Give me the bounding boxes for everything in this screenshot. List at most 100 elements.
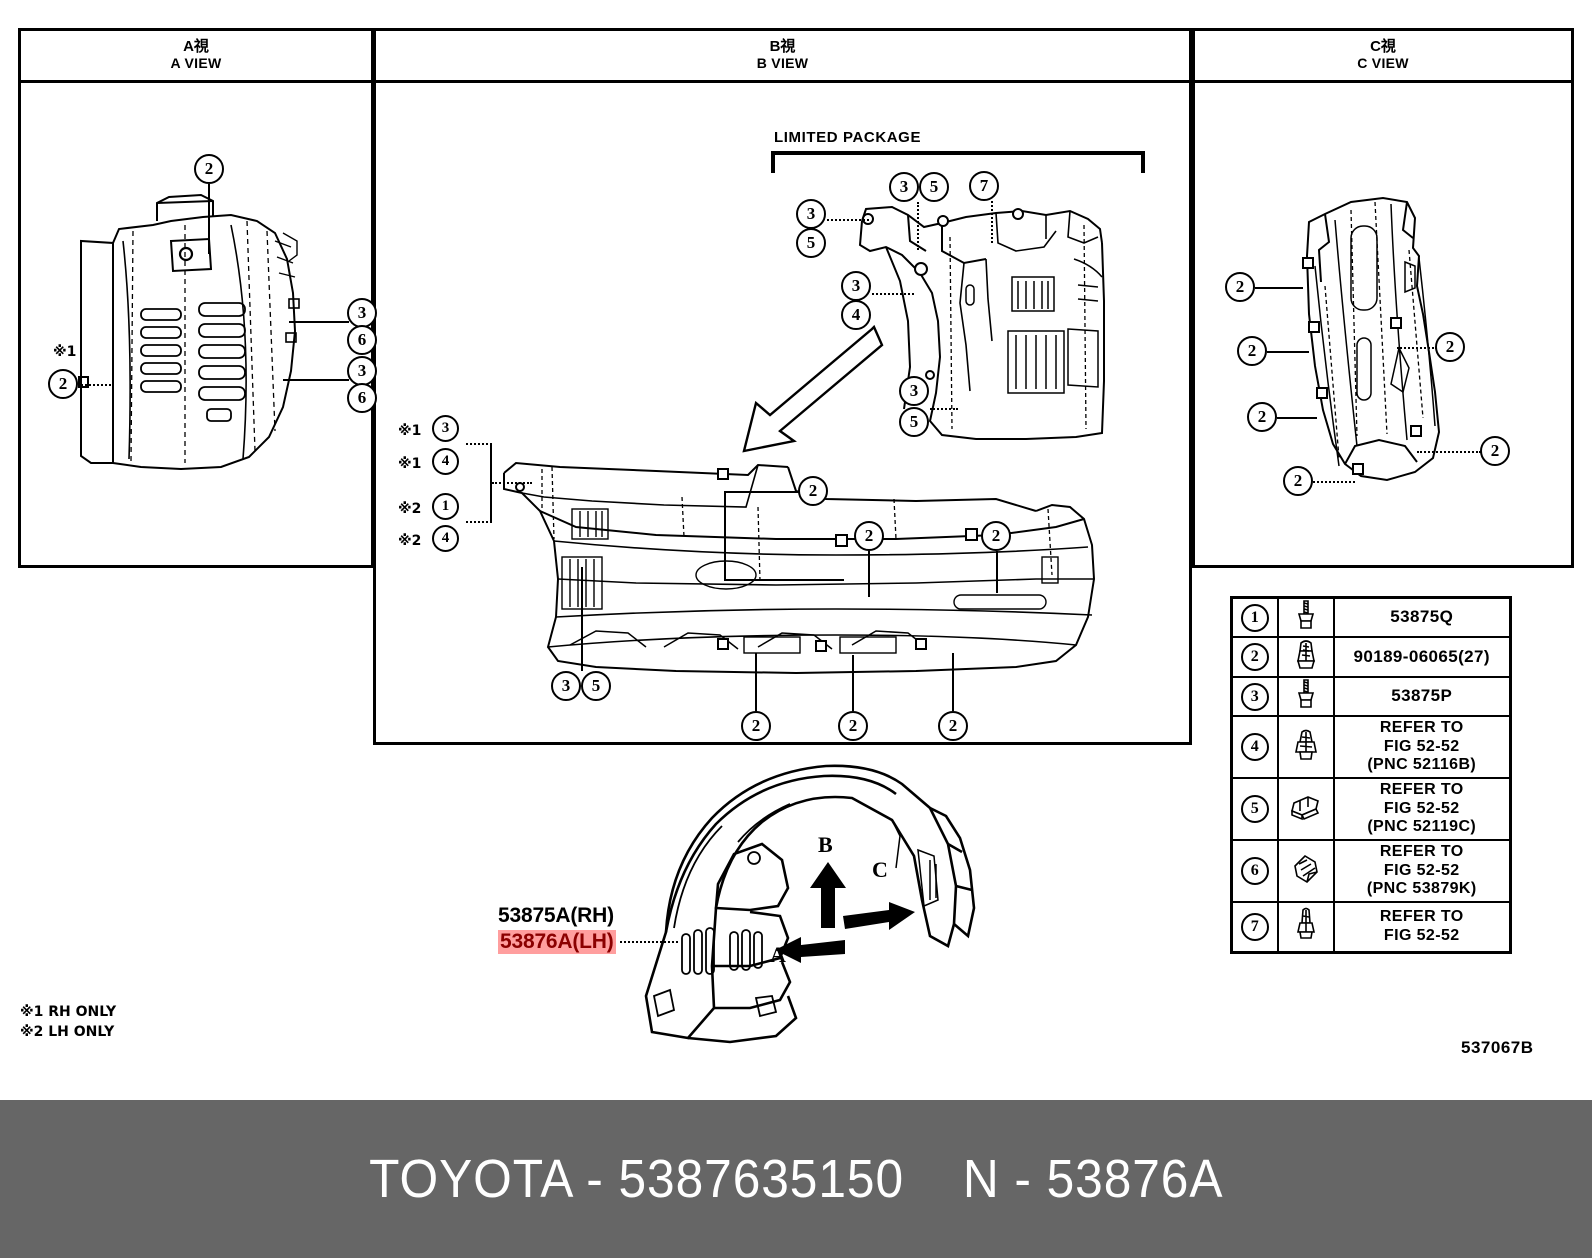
leader-b-2-bot2 (852, 655, 854, 711)
legend-num-cell: 4 (1230, 715, 1279, 779)
legend-num-cell: 5 (1230, 777, 1279, 841)
callout-c-2-2[interactable]: 2 (1237, 336, 1267, 366)
callout-b-2-bot2[interactable]: 2 (838, 711, 868, 741)
callout-c-2-1[interactable]: 2 (1225, 272, 1255, 302)
callout-b-5-bottomleft[interactable]: 5 (581, 671, 611, 701)
callout-note-4b[interactable]: 4 (432, 525, 459, 552)
callout-c-2-6[interactable]: 2 (1283, 466, 1313, 496)
panel-c-title-jp: C視 (1370, 38, 1396, 56)
panel-b-title-jp: B視 (769, 38, 796, 56)
legend-number: 2 (1240, 643, 1269, 671)
panel-b-header: B視 B VIEW (376, 31, 1189, 83)
leader-a-2-left (78, 384, 111, 386)
b-view-lower-artwork (503, 461, 1096, 675)
callout-note-4a[interactable]: 4 (432, 448, 459, 475)
bracket-clip-icon (1276, 777, 1335, 841)
leader-a-2-top (208, 184, 210, 254)
callout-b-7-topright[interactable]: 7 (969, 171, 999, 201)
callout-c-2-4[interactable]: 2 (1435, 332, 1465, 362)
callout-c-2-5[interactable]: 2 (1480, 436, 1510, 466)
table-row[interactable]: 2 90189-06065(27) (1230, 636, 1512, 678)
table-row[interactable]: 5 REFER TO FIG 52-52 (PNC 52119C) (1230, 777, 1512, 841)
assembly-direction-arrow (742, 324, 884, 453)
callout-a-6-upper[interactable]: 6 (347, 325, 377, 355)
callout-b-2-mid1[interactable]: 2 (854, 521, 884, 551)
callout-b-3-lowleft[interactable]: 3 (899, 376, 929, 406)
callout-b-3-bottomleft[interactable]: 3 (551, 671, 581, 701)
a-view-artwork (78, 193, 300, 471)
legend-part-number: 90189-06065(27) (1332, 636, 1512, 678)
legend-num-cell: 7 (1230, 901, 1279, 953)
leader-b-35-upleft (827, 219, 869, 221)
callout-b-5-upleft[interactable]: 5 (796, 228, 826, 258)
leader-a-36-upper (289, 321, 349, 323)
legend-num-cell: 1 (1230, 596, 1279, 638)
callout-a-2-left[interactable]: 2 (48, 369, 78, 399)
direction-label-b: B (818, 832, 833, 857)
clip-icon (1276, 715, 1335, 779)
panel-c-view: C視 C VIEW (1192, 28, 1574, 568)
callout-a-3-lower[interactable]: 3 (347, 356, 377, 386)
callout-a-6-lower[interactable]: 6 (347, 383, 377, 413)
callout-note-1[interactable]: 1 (432, 493, 459, 520)
callout-b-3-topmid[interactable]: 3 (889, 172, 919, 202)
leader-b-2-mid1 (868, 551, 870, 597)
footnote-1: ※1 RH ONLY (20, 1004, 117, 1020)
note-cluster-mark-2: ※1 (398, 456, 422, 472)
part-number-lh: 53876A(LH) (498, 930, 616, 954)
footnote-2: ※2 LH ONLY (20, 1024, 115, 1040)
legend-part-number: REFER TO FIG 52-52 (1332, 901, 1512, 953)
drawing-code: 537067B (1461, 1038, 1534, 1057)
panel-a-view: A視 A VIEW (18, 28, 377, 568)
panel-b-view: B視 B VIEW LIMITED PACKAGE (373, 28, 1192, 745)
panel-b-title-en: B VIEW (756, 55, 809, 72)
callout-b-2-bot1[interactable]: 2 (741, 711, 771, 741)
note-mark-a-view: ※1 (53, 344, 77, 360)
screw-grommet-icon (1276, 596, 1335, 638)
leader-note-cluster (492, 482, 532, 484)
callout-b-3-upleft[interactable]: 3 (796, 199, 826, 229)
table-row[interactable]: 4 REFER TO FIG 52-52 (PNC 52116B) (1230, 715, 1512, 779)
panel-a-title-jp: A視 (183, 38, 209, 56)
direction-label-c: C (872, 857, 888, 882)
legend-number: 4 (1240, 733, 1269, 761)
callout-b-3-midleft[interactable]: 3 (841, 271, 871, 301)
leader-b-35-bottomleft (581, 567, 583, 671)
legend-part-number: REFER TO FIG 52-52 (PNC 53879K) (1332, 839, 1512, 903)
callout-a-3-upper[interactable]: 3 (347, 298, 377, 328)
callout-b-5-topmid[interactable]: 5 (919, 172, 949, 202)
callout-b-4-midleft[interactable]: 4 (841, 300, 871, 330)
table-row[interactable]: 3 53875P (1230, 676, 1512, 717)
table-row[interactable]: 7 REFER TO FIG 52-52 (1230, 901, 1512, 953)
note-cluster-mark-3: ※2 (398, 501, 422, 517)
callout-a-2-top[interactable]: 2 (194, 154, 224, 184)
leader-c-2-1 (1255, 287, 1303, 289)
direction-arrow-c (843, 902, 915, 930)
table-row[interactable]: 6 REFER TO FIG 52-52 (PNC 53879K) (1230, 839, 1512, 903)
leader-c-2-2 (1267, 351, 1309, 353)
push-rivet-icon (1276, 636, 1335, 678)
callout-note-3[interactable]: 3 (432, 415, 459, 442)
part-number-rh: 53875A(RH) (498, 904, 614, 927)
panel-c-header: C視 C VIEW (1195, 31, 1571, 83)
panel-c-title-en: C VIEW (1357, 55, 1409, 72)
table-row[interactable]: 1 53875Q (1230, 596, 1512, 638)
legend-num-cell: 2 (1230, 636, 1279, 678)
c-view-artwork (1302, 196, 1441, 482)
b-view-upper-artwork (858, 205, 1105, 440)
leader-b-2-mid2 (996, 551, 998, 593)
legend-part-number: 53875Q (1332, 596, 1512, 638)
note-cluster-mark-4: ※2 (398, 533, 422, 549)
limited-package-label: LIMITED PACKAGE (774, 129, 922, 146)
legend-part-number: REFER TO FIG 52-52 (PNC 52119C) (1332, 777, 1512, 841)
legend-number: 3 (1240, 682, 1269, 711)
callout-b-5-lowleft[interactable]: 5 (899, 407, 929, 437)
panel-a-header: A視 A VIEW (21, 31, 371, 83)
callout-b-2-bot3[interactable]: 2 (938, 711, 968, 741)
callout-b-2-mid2[interactable]: 2 (981, 521, 1011, 551)
callout-b-2-topright[interactable]: 2 (798, 476, 828, 506)
leader-b-2-topright-v (724, 491, 726, 581)
main-fender-liner-artwork (644, 764, 976, 1044)
leader-c-2-6 (1313, 481, 1355, 483)
callout-c-2-3[interactable]: 2 (1247, 402, 1277, 432)
